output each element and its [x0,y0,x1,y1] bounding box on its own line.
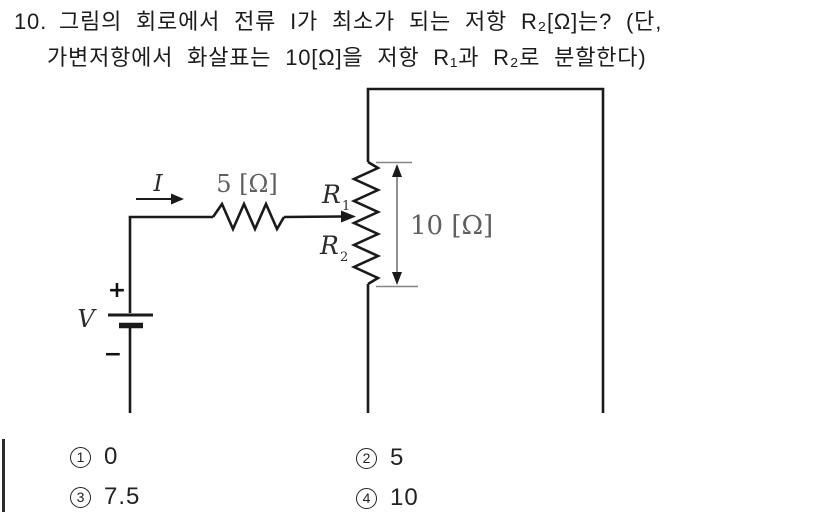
voltage-source-label: V [77,305,97,333]
measure-arrow-down-icon [392,272,402,285]
question-line-2: 가변저항에서 화살표는 10[Ω]을 저항 R₁과 R₂로 분할한다) [47,43,646,73]
option-3-circle: 3 [70,486,91,508]
option-2-circle: 2 [356,447,377,469]
question-text-1: 그림의 회로에서 전류 I가 최소가 되는 저항 R₂[Ω]는? (단, [58,9,663,34]
option-4-circle: 4 [356,487,377,509]
wiper-arrow-icon [341,210,356,223]
option-2: 2 5 [356,444,404,472]
minus-sign: − [104,342,122,367]
option-1: 1 0 [70,443,118,471]
question-text-2: 가변저항에서 화살표는 10[Ω]을 저항 R₁과 R₂로 분할한다) [47,45,647,70]
current-arrow-icon [171,193,184,205]
measure-arrow-up-icon [392,164,402,177]
page-border-fragment [2,439,5,512]
plus-sign: + [108,278,126,303]
option-3-label: 7.5 [104,483,141,510]
outer-loop-wire [366,87,605,413]
potentiometer-resistor [350,160,382,286]
option-3: 3 7.5 [70,483,140,511]
r2-subscript: 2 [340,250,348,265]
option-4-label: 10 [390,484,419,511]
option-1-circle: 1 [70,446,91,468]
option-1-label: 0 [104,443,119,470]
circuit-diagram: I 5 [Ω] R 1 R 2 10 [Ω] V + − [77,87,605,413]
r1-label: R [321,180,341,209]
question-line-1: 10. 그림의 회로에서 전류 I가 최소가 되는 저항 R₂[Ω]는? (단, [14,7,662,37]
option-4: 4 10 [356,484,419,512]
wiper-wire [283,215,343,219]
pot-total-label: 10 [Ω] [410,211,493,241]
current-label: I [152,171,163,197]
series-resistor [211,200,286,233]
option-2-label: 5 [390,444,405,471]
r1-subscript: 1 [342,199,350,214]
question-number: 10. [14,9,47,34]
r2-label: R [319,231,339,260]
series-resistor-label: 5 [Ω] [216,170,278,198]
